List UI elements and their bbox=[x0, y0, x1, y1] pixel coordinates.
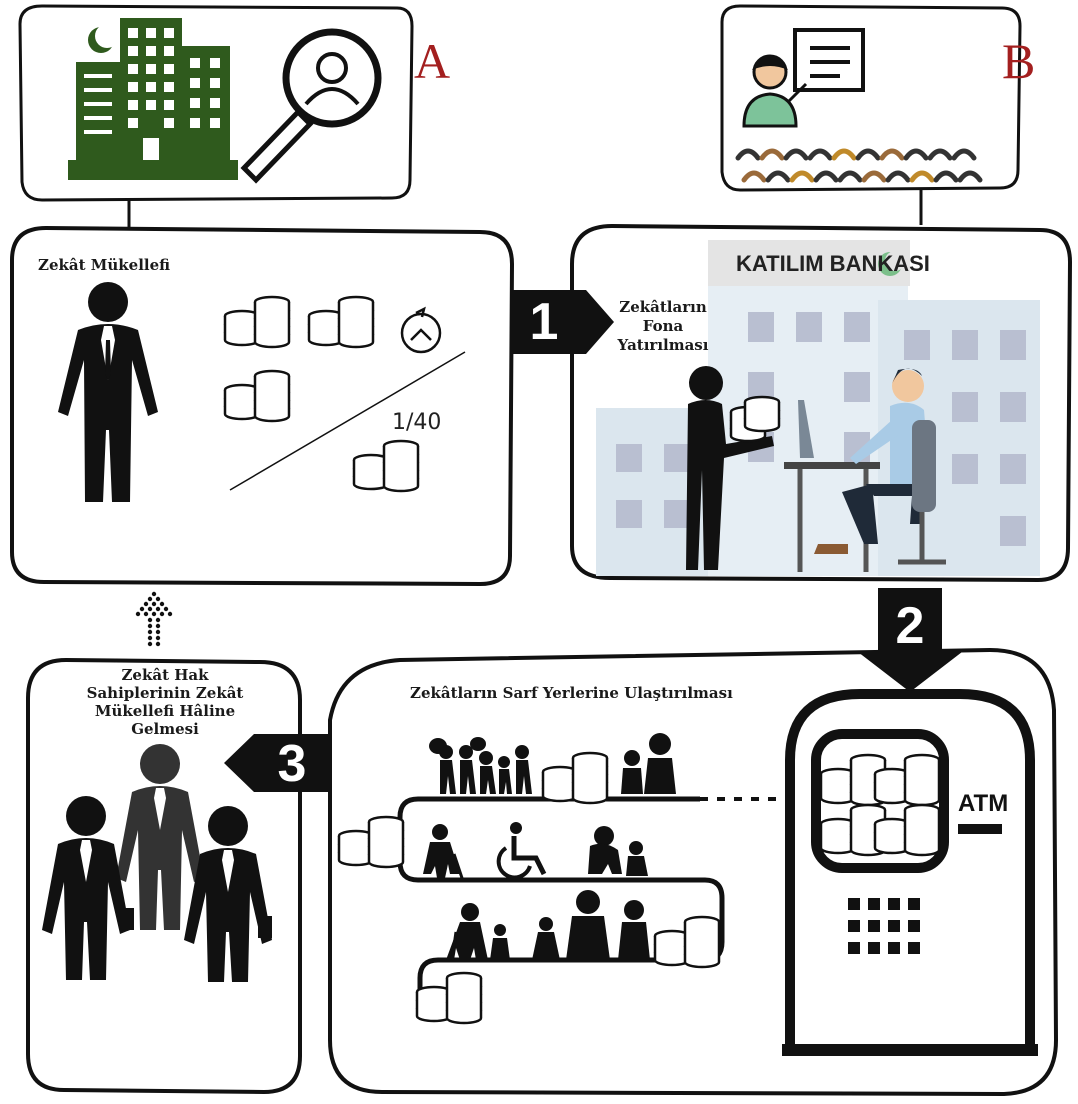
distribution-title: Zekâtların Sarf Yerlerine Ulaştırılması bbox=[410, 684, 733, 702]
recipients-title: Zekât Hak Sahiplerinin Zekât Mükellefi H… bbox=[86, 666, 244, 738]
step-2-arrow bbox=[858, 588, 962, 692]
businessmen-group-icon bbox=[42, 744, 272, 982]
zigzag-path bbox=[397, 796, 725, 1018]
step-1-number: 1 bbox=[529, 293, 559, 351]
elderly-icon bbox=[423, 824, 464, 879]
atm-machine-icon bbox=[782, 689, 1038, 1056]
family-icon bbox=[621, 733, 676, 794]
divider-line bbox=[229, 351, 466, 491]
teacher-icon bbox=[742, 28, 865, 128]
step-2-number: 2 bbox=[895, 597, 925, 655]
bank-clerk-icon bbox=[784, 368, 946, 572]
office-building-icon bbox=[68, 18, 238, 180]
deposit-title: Zekâtların Fona Yatırılması bbox=[617, 298, 709, 354]
panel-b-label: B bbox=[1002, 33, 1036, 89]
step-3-number: 3 bbox=[277, 735, 307, 793]
bank-sign-label: KATILIM BANKASI bbox=[736, 251, 930, 276]
magnifier-user-icon bbox=[240, 28, 382, 184]
keypad-icon bbox=[848, 898, 920, 954]
zakat-payer-title: Zekât Mükellefi bbox=[38, 256, 171, 274]
wheelchair-icon bbox=[496, 822, 547, 880]
family-icon bbox=[446, 890, 650, 961]
businessman-icon bbox=[58, 282, 158, 502]
step-1-arrow bbox=[512, 290, 614, 354]
cycle-icon bbox=[400, 306, 442, 354]
atm-label: ATM bbox=[958, 790, 1009, 817]
refugees-icon bbox=[429, 737, 532, 794]
ratio-label: 1/40 bbox=[392, 410, 442, 435]
children-icon bbox=[588, 826, 648, 876]
mosque-crescent-icon bbox=[88, 24, 119, 53]
dotted-arrow-up-icon bbox=[135, 591, 173, 647]
step-3-arrow bbox=[224, 734, 328, 792]
panel-a-label: A bbox=[414, 33, 451, 89]
audience-icon bbox=[735, 148, 983, 183]
depositor-icon bbox=[686, 366, 781, 570]
